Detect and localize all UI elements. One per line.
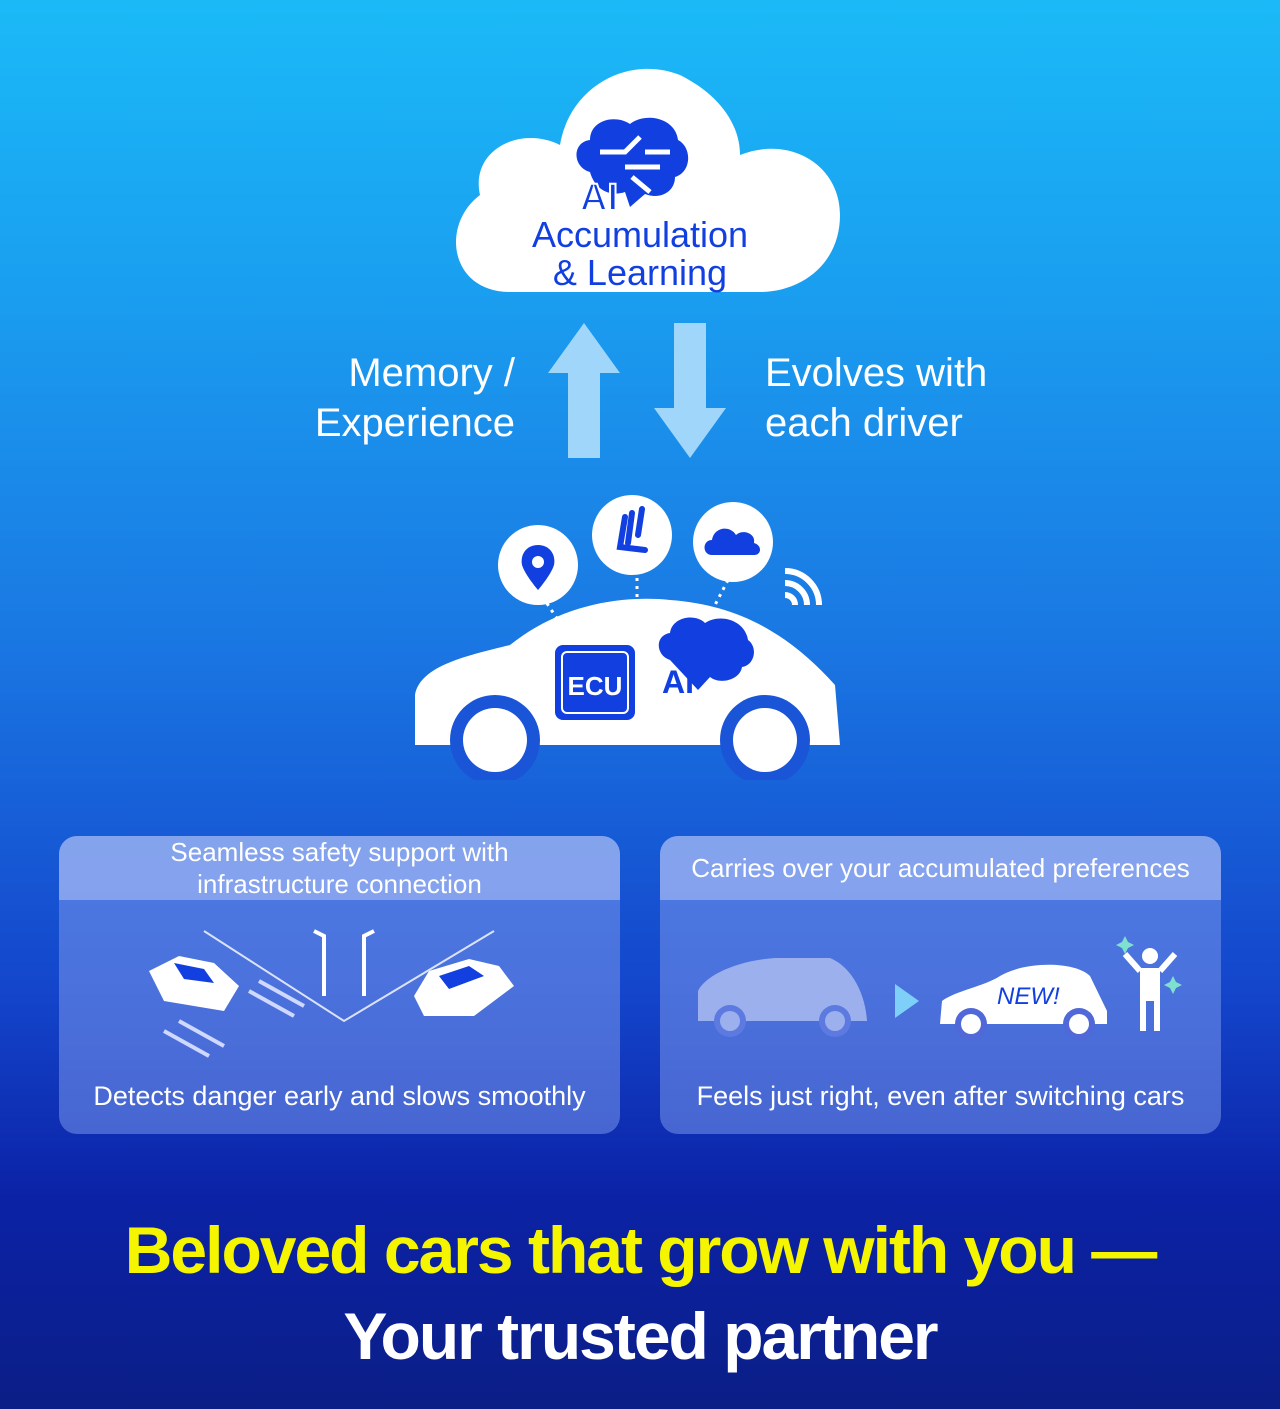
cloud-label: Accumulation & Learning (440, 216, 840, 292)
safety-header-line2: infrastructure connection (197, 869, 482, 899)
seat-icon (616, 506, 648, 553)
memory-line2: Experience (314, 401, 515, 445)
happy-person-icon (1116, 936, 1182, 1031)
ai-brain-icon: AI (658, 617, 754, 700)
tagline-headline: Beloved cars that grow with you — (124, 1213, 1158, 1287)
svg-text:AI: AI (580, 177, 618, 214)
safety-header-line1: Seamless safety support with (170, 837, 509, 867)
arrow-down-icon (654, 323, 726, 458)
preferences-panel-footer: Feels just right, even after switching c… (696, 1081, 1185, 1111)
wireless-signal-icon (784, 568, 822, 606)
svg-text:AI: AI (662, 664, 694, 700)
svg-text:ECU: ECU (568, 671, 623, 701)
arrow-up-icon (548, 323, 620, 458)
memory-label: Memory / Experience (260, 348, 515, 448)
ai-brain-icon: AI (576, 117, 689, 214)
evolves-line1: Evolves with (765, 351, 988, 395)
car-right-icon (414, 959, 514, 1016)
evolves-label: Evolves with each driver (765, 348, 987, 448)
evolves-line2: each driver (765, 401, 963, 445)
cloud-icon (704, 528, 760, 555)
intersection-illustration (149, 929, 514, 1058)
new-car-icon: NEW! (940, 964, 1107, 1040)
tagline-subline: Your trusted partner (343, 1299, 938, 1373)
car-switch-illustration: NEW! (698, 936, 1182, 1040)
car-left-icon (149, 956, 239, 1011)
preferences-panel-header: Carries over your accumulated preference… (660, 836, 1221, 900)
arrow-right-icon (895, 984, 919, 1018)
cloud-label-line1: Accumulation (531, 214, 749, 255)
connected-car: ECU AI (415, 495, 840, 780)
old-car-icon (698, 958, 867, 1037)
street-light-icon (313, 929, 375, 996)
cloud-label-line2: & Learning (552, 252, 728, 293)
svg-text:NEW!: NEW! (997, 983, 1060, 1010)
ecu-chip-icon: ECU (555, 645, 635, 720)
preferences-panel: Carries over your accumulated preference… (660, 836, 1221, 1134)
sync-arrows (548, 323, 726, 458)
memory-line1: Memory / (348, 351, 515, 395)
safety-panel-footer: Detects danger early and slows smoothly (93, 1081, 586, 1111)
